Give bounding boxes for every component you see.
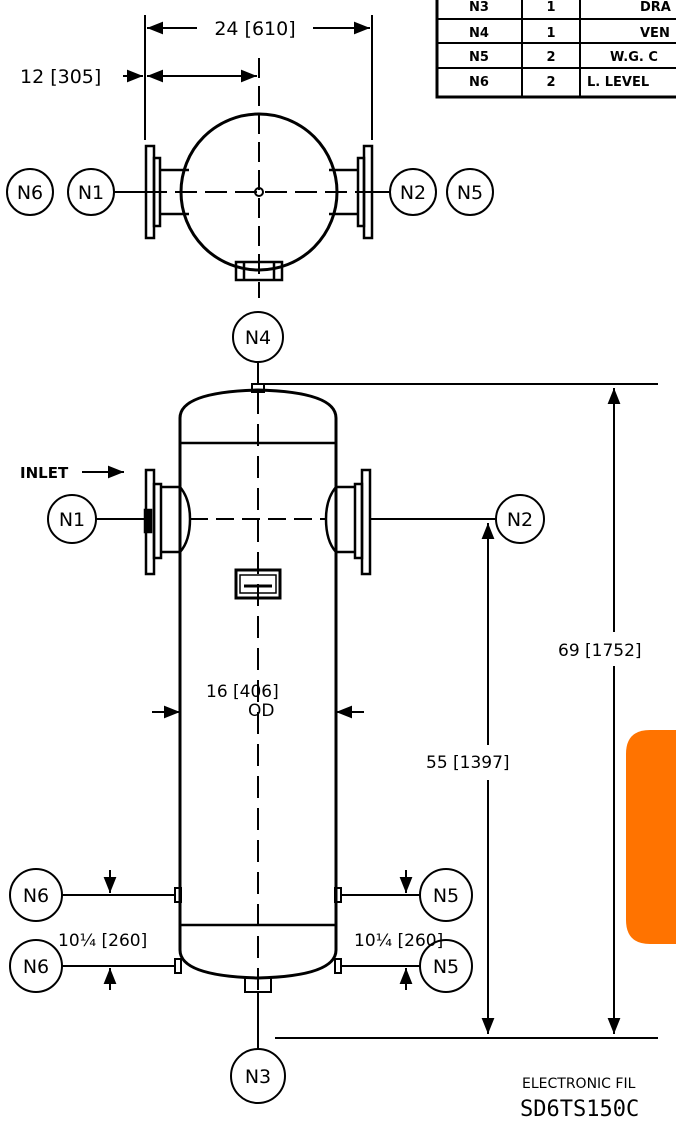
side-tag-n6-lower: N6 <box>23 956 49 978</box>
side-tag-n2: N2 <box>507 509 533 531</box>
dim-diameter: 16 [406] <box>206 682 279 702</box>
side-tag-n3: N3 <box>245 1066 271 1088</box>
side-tag-n5-upper: N5 <box>433 885 459 907</box>
table-mark-4: N6 <box>469 75 489 90</box>
inlet-label: INLET <box>20 464 69 482</box>
side-view <box>9 311 658 1104</box>
table-mark-3: N5 <box>469 50 489 65</box>
table-qty-1: 1 <box>546 0 555 15</box>
orange-side-tab[interactable] <box>626 730 676 944</box>
file-number: SD6TS150C <box>520 1097 639 1122</box>
top-tag-n5: N5 <box>457 182 483 204</box>
table-mark-2: N4 <box>469 26 489 41</box>
dim-overall-width: 24 [610] <box>214 18 295 40</box>
table-service-3: W.G. C <box>610 50 658 65</box>
file-label: ELECTRONIC FIL <box>522 1076 636 1092</box>
top-tag-n6: N6 <box>17 182 43 204</box>
table-service-2: VEN <box>640 26 670 41</box>
dim-outlet-height: 55 [1397] <box>426 753 510 773</box>
side-tag-n5-lower: N5 <box>433 956 459 978</box>
table-service-1: DRA <box>640 0 671 15</box>
dim-spacing-left: 10¼ [260] <box>58 931 147 951</box>
top-tag-n2: N2 <box>400 182 426 204</box>
dim-spacing-right: 10¼ [260] <box>354 931 443 951</box>
dim-half-width: 12 [305] <box>20 66 101 88</box>
side-tag-n1: N1 <box>59 509 85 531</box>
table-qty-2: 1 <box>546 26 555 41</box>
table-service-4: L. LEVEL <box>587 75 649 90</box>
table-qty-3: 2 <box>546 50 555 65</box>
nozzle-table: N3 1 DRA N4 1 VEN N5 2 W.G. C N6 2 L. LE… <box>435 0 676 99</box>
table-qty-4: 2 <box>546 75 555 90</box>
dim-diameter-od: OD <box>248 701 274 721</box>
side-tag-n4: N4 <box>245 327 271 349</box>
side-tag-n6-upper: N6 <box>23 885 49 907</box>
dim-overall-height: 69 [1752] <box>558 641 642 661</box>
top-tag-n1: N1 <box>78 182 104 204</box>
top-view <box>6 15 494 298</box>
table-mark-1: N3 <box>469 0 489 15</box>
